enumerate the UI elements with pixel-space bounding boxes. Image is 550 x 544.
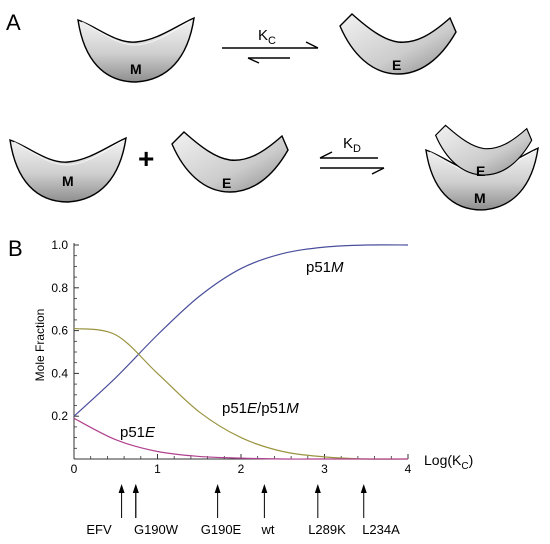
y-tick-label: 0.8 bbox=[51, 281, 68, 295]
dimer-shape: M E bbox=[425, 124, 539, 211]
panel-a: A M KC E M + E bbox=[6, 10, 539, 211]
x-axis-label: Log(KC) bbox=[424, 452, 473, 472]
mutant-markers: EFV G190W G190E wt L289K L234A bbox=[86, 484, 400, 537]
series-label-0: p51M bbox=[306, 259, 344, 276]
y-axis-label: Mole Fraction bbox=[33, 309, 47, 382]
mutant-label: L289K bbox=[308, 522, 346, 537]
series-label-1: p51E/p51M bbox=[222, 400, 299, 417]
y-tick-label: 1.0 bbox=[51, 238, 68, 252]
mutant-label: wt bbox=[261, 522, 275, 537]
y-tick-label: 0.2 bbox=[51, 409, 68, 423]
open-shape-row2: E bbox=[171, 131, 289, 193]
mutant-arrow-head bbox=[261, 484, 268, 493]
monomer-letter-row1: M bbox=[130, 61, 142, 77]
series-label-2: p51E bbox=[120, 424, 156, 441]
chart-series-labels: p51M p51E/p51M p51E bbox=[120, 259, 344, 441]
monomer-letter-row2: M bbox=[62, 173, 74, 189]
monomer-shape-row1: M bbox=[77, 17, 195, 83]
y-tick-label: 0.6 bbox=[51, 324, 68, 338]
mutant-arrow-head bbox=[360, 484, 367, 493]
panel-b: B Mole Fraction 0 1 2 3 4 0.2 0.4 0.6 0.8 1.0 p51… bbox=[8, 236, 473, 537]
open-letter-row2: E bbox=[222, 175, 231, 191]
dimer-monomer-letter: M bbox=[474, 190, 486, 206]
x-tick-label: 2 bbox=[238, 462, 245, 476]
chart-axes: 0 1 2 3 4 0.2 0.4 0.6 0.8 1.0 bbox=[51, 238, 411, 476]
mutant-label: G190W bbox=[134, 522, 179, 537]
kc-label: KC bbox=[258, 27, 276, 47]
x-tick-label: 1 bbox=[154, 462, 161, 476]
monomer-shape-row2: M bbox=[9, 137, 127, 203]
series-line-2 bbox=[73, 417, 408, 460]
kd-equilibrium-arrows: KD bbox=[319, 135, 385, 175]
x-tick-label: 4 bbox=[405, 462, 412, 476]
mutant-label: L234A bbox=[362, 522, 400, 537]
plus-sign: + bbox=[138, 143, 154, 174]
y-tick-label: 0.4 bbox=[51, 366, 68, 380]
mutant-label: G190E bbox=[201, 522, 242, 537]
mutant-label: EFV bbox=[86, 522, 112, 537]
open-letter-row1: E bbox=[392, 57, 401, 73]
panel-b-label: B bbox=[8, 236, 23, 261]
open-shape-row1: E bbox=[339, 13, 457, 75]
x-tick-label: 0 bbox=[71, 462, 78, 476]
panel-a-label: A bbox=[6, 10, 21, 35]
mutant-arrow-head bbox=[118, 484, 125, 493]
series-line-0 bbox=[73, 244, 409, 417]
chart-series bbox=[73, 244, 409, 460]
mutant-arrow-head bbox=[314, 484, 321, 493]
x-tick-label: 3 bbox=[321, 462, 328, 476]
mutant-arrow-head bbox=[132, 484, 139, 493]
kc-equilibrium-arrows: KC bbox=[222, 27, 319, 64]
kd-label: KD bbox=[343, 135, 361, 155]
dimer-open-letter: E bbox=[476, 163, 485, 179]
mutant-arrow-head bbox=[214, 484, 221, 493]
